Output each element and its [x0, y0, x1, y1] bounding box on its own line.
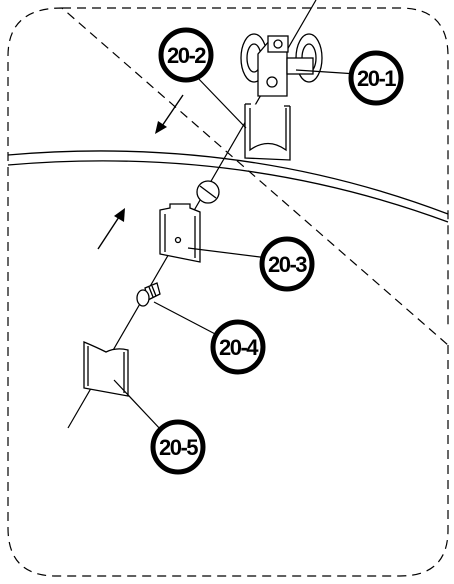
part-20-4-screw [136, 282, 161, 307]
callout-20-5: 20-5 [150, 419, 206, 475]
dashed-boundary [7, 7, 449, 577]
part-20-2-clip [244, 103, 291, 161]
callout-20-1: 20-1 [348, 50, 404, 106]
washer-disc [196, 180, 220, 204]
callout-label-20-3: 20-3 [268, 252, 307, 277]
callout-label-20-1: 20-1 [357, 66, 396, 91]
callout-20-2: 20-2 [158, 27, 214, 83]
leader-lines [113, 69, 358, 432]
panel-edge [7, 150, 449, 223]
callout-20-3: 20-3 [259, 236, 315, 292]
part-20-3-slide-plate [159, 203, 201, 263]
arrow-down-left [155, 94, 184, 134]
callout-label-20-5: 20-5 [159, 435, 198, 460]
callout-label-20-4: 20-4 [219, 335, 259, 360]
part-20-1-roller-bracket [240, 33, 323, 97]
arrow-up-right [97, 208, 125, 250]
callout-20-4: 20-4 [210, 319, 266, 375]
callout-label-20-2: 20-2 [167, 43, 206, 68]
